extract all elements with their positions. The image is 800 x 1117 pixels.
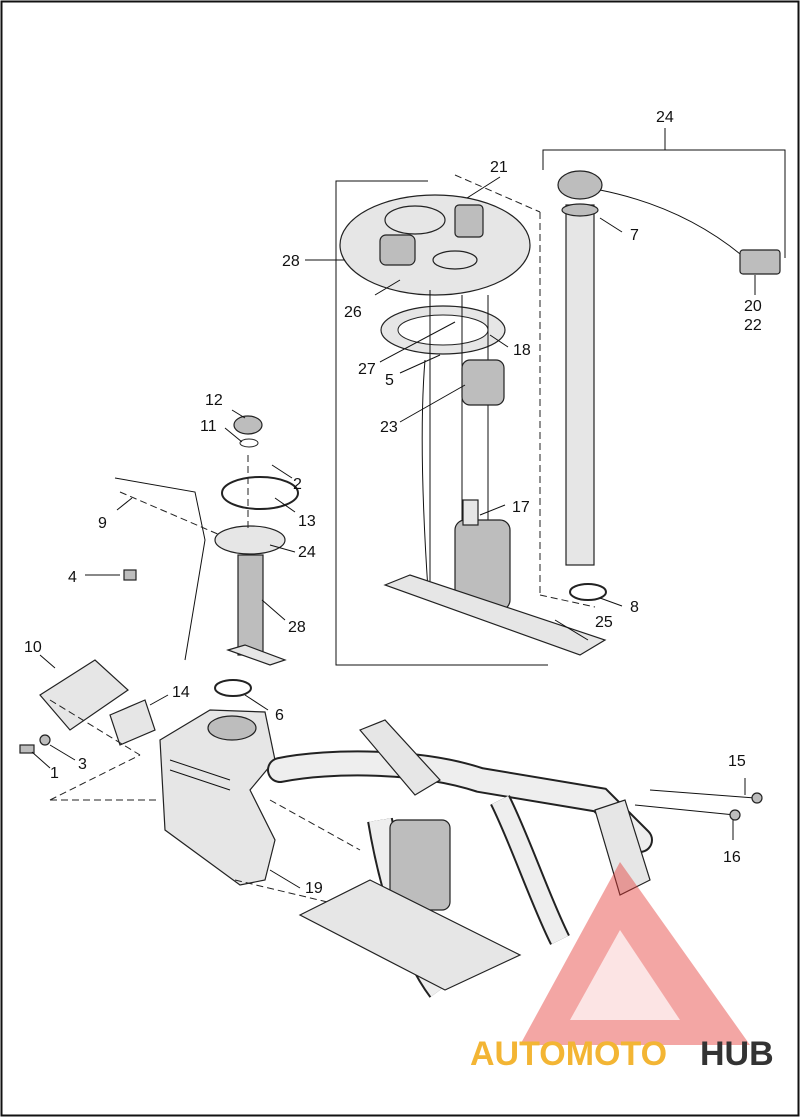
sender-oring (561, 203, 599, 217)
motorcycle-frame (267, 719, 653, 998)
flange-port (384, 205, 446, 235)
pressure-regulator (461, 359, 505, 406)
callout-27: 27 (358, 361, 376, 378)
bracket-10 (39, 659, 129, 731)
callout-5: 5 (385, 372, 394, 389)
clip-4 (123, 569, 137, 581)
flange-outlet (432, 250, 478, 270)
tank-top-components (19, 415, 299, 754)
gasket-14 (109, 699, 156, 746)
callout-24-small: 24 (298, 544, 316, 561)
flange-connector (379, 234, 416, 266)
bolt-1 (19, 744, 35, 754)
callout-17: 17 (512, 499, 530, 516)
callout-28-detail: 28 (282, 253, 300, 270)
callout-13: 13 (298, 513, 316, 530)
assembly-dashed-lines (49, 455, 361, 906)
vent-tube-9 (114, 477, 206, 661)
callout-11: 11 (200, 418, 217, 435)
callout-9: 9 (98, 515, 107, 532)
callout-25: 25 (595, 614, 613, 631)
frame-rear-bracket (594, 799, 651, 896)
callout-8: 8 (630, 599, 639, 616)
fuel-tank (159, 709, 276, 886)
sender-tube (565, 204, 595, 566)
callout-24-sender: 24 (656, 109, 674, 126)
sender-cap (557, 170, 603, 200)
pump-terminal (462, 499, 479, 526)
fuel-pump-module-detail (339, 194, 607, 656)
callout-14: 14 (172, 684, 190, 701)
frame-crossmember (298, 879, 522, 991)
callout-18: 18 (513, 342, 531, 359)
gasket-13 (221, 476, 299, 510)
washer-3 (39, 734, 51, 746)
watermark-text-hub: HUB (700, 1035, 774, 1073)
filter-small (226, 644, 287, 666)
retaining-ring (569, 583, 607, 601)
callout-4: 4 (68, 569, 77, 586)
check-valve (454, 204, 484, 238)
watermark: AUTOMOTO HUB (470, 862, 774, 1073)
callout-12: 12 (205, 392, 223, 409)
callout-23: 23 (380, 419, 398, 436)
callout-2: 2 (293, 476, 302, 493)
callout-26: 26 (344, 304, 362, 321)
oring-11 (239, 438, 259, 448)
callout-21: 21 (490, 159, 508, 176)
watermark-text-automoto: AUTOMOTO (470, 1035, 667, 1073)
sender-wire (599, 189, 746, 259)
callout-16: 16 (723, 849, 741, 866)
fuel-pump-detail-bracket (335, 174, 596, 666)
callout-28-small: 28 (288, 619, 306, 636)
callout-7: 7 (630, 227, 639, 244)
callout-leaders (31, 176, 756, 889)
callout-20: 20 (744, 298, 762, 315)
fuel-filter-sock (383, 574, 607, 656)
fuel-lines (634, 789, 763, 821)
callout-19: 19 (305, 880, 323, 897)
pump-flange-small (214, 525, 286, 555)
callout-10: 10 (24, 639, 42, 656)
tank-opening (207, 715, 257, 741)
callout-3: 3 (78, 756, 87, 773)
sender-connector (739, 249, 781, 275)
frame-headstock (359, 719, 441, 796)
callout-15: 15 (728, 753, 746, 770)
oring-6 (214, 679, 252, 697)
callout-1: 1 (50, 765, 59, 782)
callout-22: 22 (744, 317, 762, 334)
callout-labels: 21 28 26 27 5 18 23 17 25 24 7 8 20 22 1… (24, 109, 762, 897)
callout-6: 6 (275, 707, 284, 724)
pump-assembly-small (237, 554, 264, 656)
cap-12 (233, 415, 263, 435)
fuel-level-sender (542, 128, 786, 601)
